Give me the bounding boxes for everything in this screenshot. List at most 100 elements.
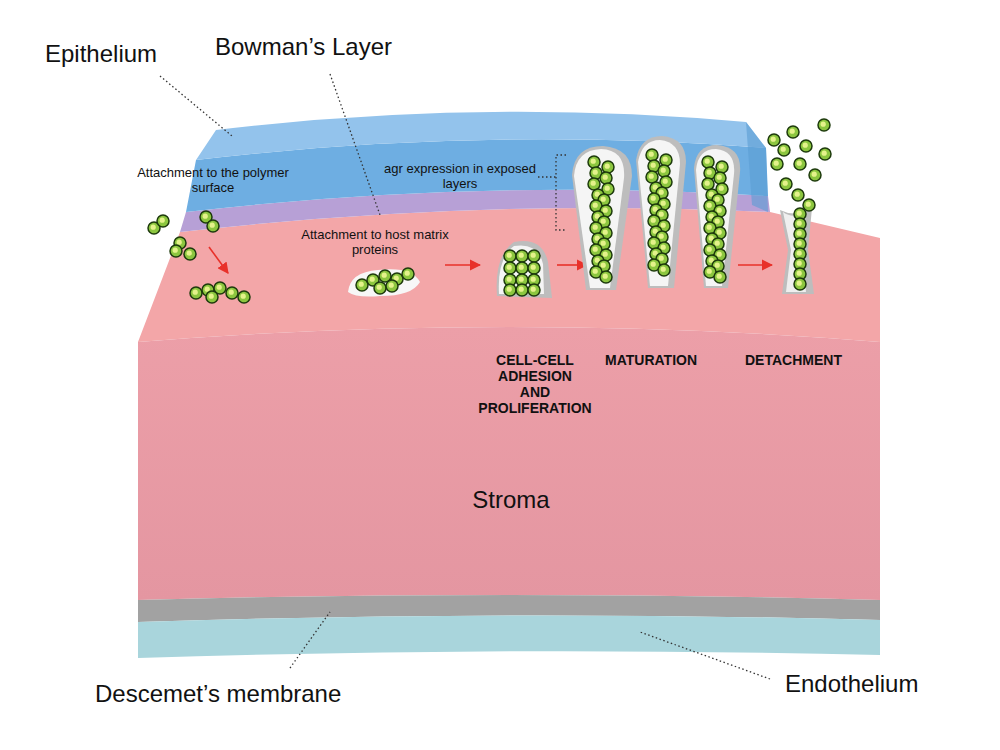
cell-body <box>238 291 250 303</box>
cell-highlight <box>715 241 720 246</box>
cell-highlight <box>177 240 182 245</box>
cell-highlight <box>651 240 656 245</box>
cell-highlight <box>715 197 720 202</box>
cell-body <box>588 178 600 190</box>
cell-body <box>504 250 516 262</box>
cell-highlight <box>601 241 606 246</box>
cell-highlight <box>659 256 664 261</box>
stage-label: MATURATION <box>605 352 735 368</box>
cell-highlight <box>603 274 608 279</box>
cell-body <box>602 161 614 173</box>
bacterial-cell <box>226 287 238 299</box>
bacterial-cell <box>190 287 202 299</box>
process-arrow <box>557 264 587 266</box>
cell-highlight <box>591 159 596 164</box>
leader-line <box>538 176 556 177</box>
bacterial-cell <box>374 282 386 294</box>
biofilm-tower <box>696 149 734 286</box>
cell-highlight <box>405 271 410 276</box>
cell-highlight <box>591 181 596 186</box>
cell-highlight <box>519 287 524 292</box>
cell-highlight <box>717 208 722 213</box>
cell-highlight <box>601 197 606 202</box>
cell-highlight <box>651 163 656 168</box>
stroma-top-surface <box>138 208 880 342</box>
cell-body <box>588 156 600 168</box>
cell-highlight <box>229 290 234 295</box>
bacterial-cell <box>528 284 540 296</box>
cell-highlight <box>519 265 524 270</box>
stage-annotation: Attachment to the polymer surface <box>128 166 298 196</box>
bacterial-cell <box>516 262 528 274</box>
cell-body <box>714 172 726 184</box>
cell-highlight <box>531 277 536 282</box>
bacterial-cell <box>206 291 218 303</box>
cell-highlight <box>783 181 788 186</box>
cell-highlight <box>797 221 802 226</box>
bacterial-cell <box>778 144 790 156</box>
bacterial-cell <box>170 245 182 257</box>
bacterial-cell <box>516 284 528 296</box>
cell-body <box>658 165 670 177</box>
bacterial-cell <box>818 119 830 131</box>
cell-body <box>528 284 540 296</box>
cell-highlight <box>797 241 802 246</box>
bacterial-cell <box>803 199 815 211</box>
cell-highlight <box>774 161 779 166</box>
cell-highlight <box>715 219 720 224</box>
bacterial-cell <box>794 158 806 170</box>
cell-highlight <box>241 294 246 299</box>
bacterial-cell <box>157 215 169 227</box>
bacterial-cell <box>184 248 196 260</box>
bacterial-cell <box>238 291 250 303</box>
cell-highlight <box>719 164 724 169</box>
cell-body <box>190 287 202 299</box>
cell-body <box>646 149 658 161</box>
cell-highlight <box>217 285 222 290</box>
bacterial-cell <box>516 250 528 262</box>
cell-highlight <box>715 263 720 268</box>
cell-highlight <box>389 283 394 288</box>
cell-highlight <box>806 202 811 207</box>
cell-body <box>226 287 238 299</box>
cell-body <box>516 284 528 296</box>
layer-label: Bowman’s Layer <box>215 33 435 61</box>
cell-body <box>374 282 386 294</box>
cell-highlight <box>531 287 536 292</box>
cell-highlight <box>822 151 827 156</box>
cell-highlight <box>377 285 382 290</box>
cell-highlight <box>707 203 712 208</box>
biofilm-tower-shadow <box>636 136 686 288</box>
bacterial-cell <box>504 250 516 262</box>
cell-body <box>702 156 714 168</box>
layer-bracket <box>556 155 566 230</box>
cell-highlight <box>593 170 598 175</box>
cell-highlight <box>187 251 192 256</box>
cell-body <box>702 178 714 190</box>
bacterial-cell <box>528 250 540 262</box>
cell-highlight <box>707 225 712 230</box>
cell-highlight <box>151 225 156 230</box>
cell-highlight <box>519 253 524 258</box>
cell-body <box>356 279 368 291</box>
cell-body <box>819 148 831 160</box>
stage-annotation: Attachment to host matrix proteins <box>300 228 450 258</box>
cell-body <box>658 264 670 276</box>
bacterial-cell <box>800 140 812 152</box>
cell-highlight <box>173 248 178 253</box>
cell-body <box>207 220 219 232</box>
cell-highlight <box>603 208 608 213</box>
cell-body <box>803 199 815 211</box>
cell-highlight <box>649 174 654 179</box>
bacterial-cell <box>780 178 792 190</box>
cell-highlight <box>531 253 536 258</box>
cell-body <box>716 161 728 173</box>
cell-highlight <box>790 129 795 134</box>
cell-highlight <box>193 290 198 295</box>
cell-body <box>516 250 528 262</box>
cell-body <box>809 169 821 181</box>
cell-highlight <box>661 267 666 272</box>
cell-highlight <box>717 230 722 235</box>
cell-highlight <box>719 186 724 191</box>
cell-highlight <box>797 231 802 236</box>
